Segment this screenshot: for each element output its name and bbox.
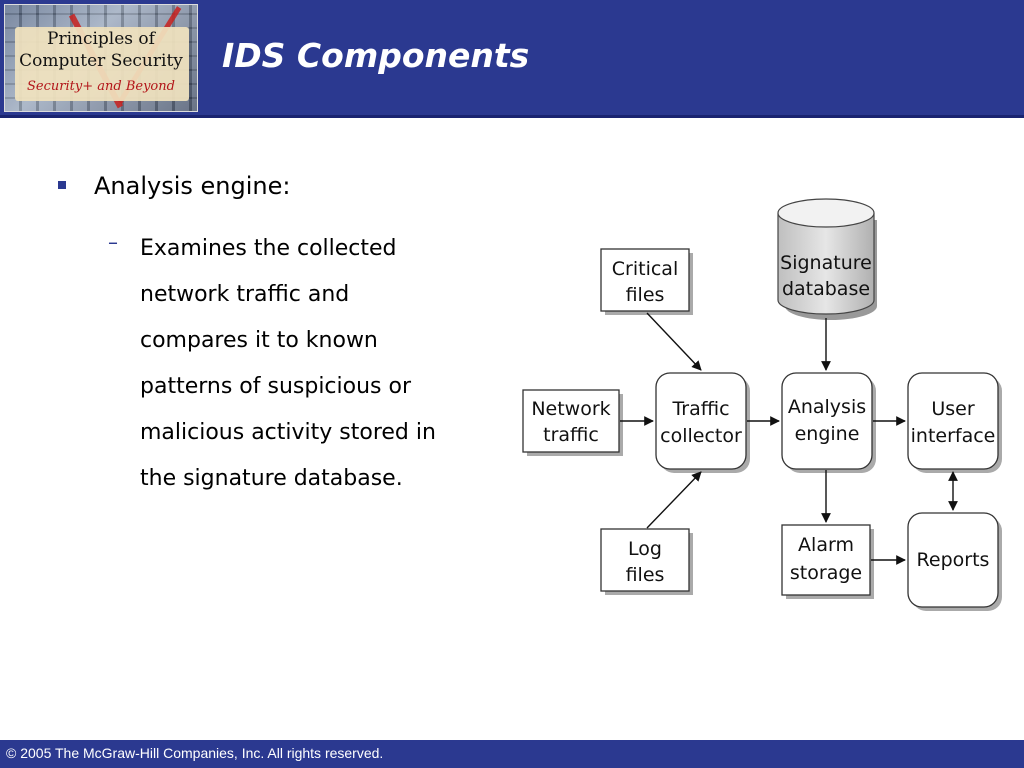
traffic-collector-label-1: Traffic bbox=[671, 398, 729, 420]
alarm-storage-node: Alarm storage bbox=[781, 524, 874, 599]
network-traffic-node: Network traffic bbox=[522, 389, 623, 456]
sub-bullet-line: compares it to known bbox=[140, 328, 378, 353]
sub-bullet-line: network traffic and bbox=[140, 282, 350, 307]
ids-diagram: Signature database Critical files Networ… bbox=[522, 198, 1002, 611]
bullet-square-icon bbox=[58, 181, 66, 189]
critical-files-label-1: Critical bbox=[612, 258, 678, 280]
log-files-node: Log files bbox=[600, 528, 693, 595]
logo-line3: Security+ and Beyond bbox=[27, 79, 175, 94]
log-files-label-1: Log bbox=[628, 538, 662, 560]
alarm-storage-label-1: Alarm bbox=[798, 534, 854, 556]
sub-bullet-line: the signature database. bbox=[140, 466, 403, 491]
logo-banner bbox=[15, 27, 189, 101]
reports-node: Reports bbox=[907, 512, 1002, 611]
bullet-text: Analysis engine: bbox=[94, 172, 291, 200]
analysis-engine-label-1: Analysis bbox=[788, 396, 866, 418]
alarm-storage-label-2: storage bbox=[790, 562, 862, 584]
sub-bullet-line: Examines the collected bbox=[140, 236, 397, 261]
signature-db-label-1: Signature bbox=[780, 252, 872, 274]
critical-files-label-2: files bbox=[626, 284, 665, 306]
signature-database-node: Signature database bbox=[777, 198, 877, 320]
reports-label: Reports bbox=[917, 549, 990, 571]
copyright-text: © 2005 The McGraw-Hill Companies, Inc. A… bbox=[6, 745, 384, 761]
arrow-critical-to-collector bbox=[646, 312, 702, 371]
traffic-collector-node: Traffic collector bbox=[655, 372, 750, 473]
sub-bullet-text: Examines the collected network traffic a… bbox=[140, 226, 500, 502]
sub-bullet-line: malicious activity stored in bbox=[140, 420, 436, 445]
critical-files-node: Critical files bbox=[600, 248, 693, 315]
user-interface-node: User interface bbox=[907, 372, 1002, 473]
user-interface-label-1: User bbox=[931, 398, 974, 420]
header-divider bbox=[0, 115, 1024, 118]
footer-bar: © 2005 The McGraw-Hill Companies, Inc. A… bbox=[0, 740, 1024, 768]
user-interface-label-2: interface bbox=[911, 425, 996, 447]
logo-line1: Principles of bbox=[47, 29, 155, 49]
network-traffic-label-1: Network bbox=[531, 398, 610, 420]
network-traffic-label-2: traffic bbox=[543, 424, 599, 446]
analysis-engine-node: Analysis engine bbox=[781, 372, 876, 473]
arrow-log-to-collector bbox=[646, 471, 702, 529]
logo-line2: Computer Security bbox=[19, 51, 183, 71]
dash-bullet-icon: – bbox=[108, 230, 118, 254]
signature-db-label-2: database bbox=[782, 278, 870, 300]
traffic-collector-label-2: collector bbox=[660, 425, 742, 447]
book-logo: Principles of Computer Security Security… bbox=[4, 4, 198, 112]
header-bar: Principles of Computer Security Security… bbox=[0, 0, 1024, 116]
slide-title: IDS Components bbox=[222, 36, 530, 75]
log-files-label-2: files bbox=[626, 564, 665, 586]
analysis-engine-label-2: engine bbox=[795, 423, 860, 445]
sub-bullet-line: patterns of suspicious or bbox=[140, 374, 412, 399]
